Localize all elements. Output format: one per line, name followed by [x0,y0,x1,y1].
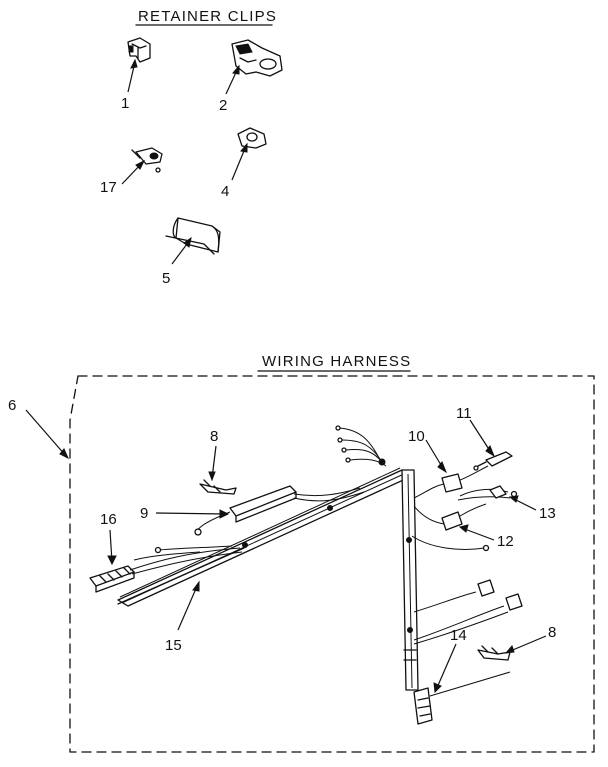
terminal-part-8-upper [199,445,237,495]
clip-part-5 [165,217,221,265]
connector-part-16 [89,529,243,593]
callout-17: 17 [100,179,117,196]
connector-part-9 [155,485,365,536]
terminal-part-11 [469,419,513,471]
callout-16: 16 [100,511,117,528]
retainer-clips-section: RETAINER CLIPS 1 2 [100,8,283,287]
callout-2: 2 [219,97,227,114]
clip-part-4 [231,127,267,181]
callout-1: 1 [121,95,129,112]
callout-9: 9 [140,505,148,522]
callout-12: 12 [497,533,514,550]
wiring-harness-title: WIRING HARNESS [262,353,411,370]
terminal-part-8-lower [477,635,547,661]
top-wire-leads [335,425,387,467]
clip-part-17 [121,147,163,185]
pigtail-part-13 [457,485,537,511]
callout-6: 6 [8,397,16,414]
connector-part-14 [413,643,511,725]
retainer-clips-title: RETAINER CLIPS [138,8,277,25]
connector-part-10 [413,439,489,499]
callout-8-lower: 8 [548,624,556,641]
callout-11: 11 [456,405,472,422]
wiring-harness-section: WIRING HARNESS 6 [8,353,595,753]
wire-part-15 [117,547,245,631]
side-wire-leads [411,535,523,645]
callout-14: 14 [450,627,467,644]
callout-13: 13 [539,505,556,522]
callout-15: 15 [165,637,182,654]
connector-part-12 [413,503,495,541]
harness-boundary [69,375,595,753]
clip-part-2 [225,39,283,95]
clip-part-1 [127,37,151,93]
callout-8-upper: 8 [210,428,218,445]
callout-5: 5 [162,270,170,287]
callout-4: 4 [221,183,229,200]
callout-10: 10 [408,428,425,445]
